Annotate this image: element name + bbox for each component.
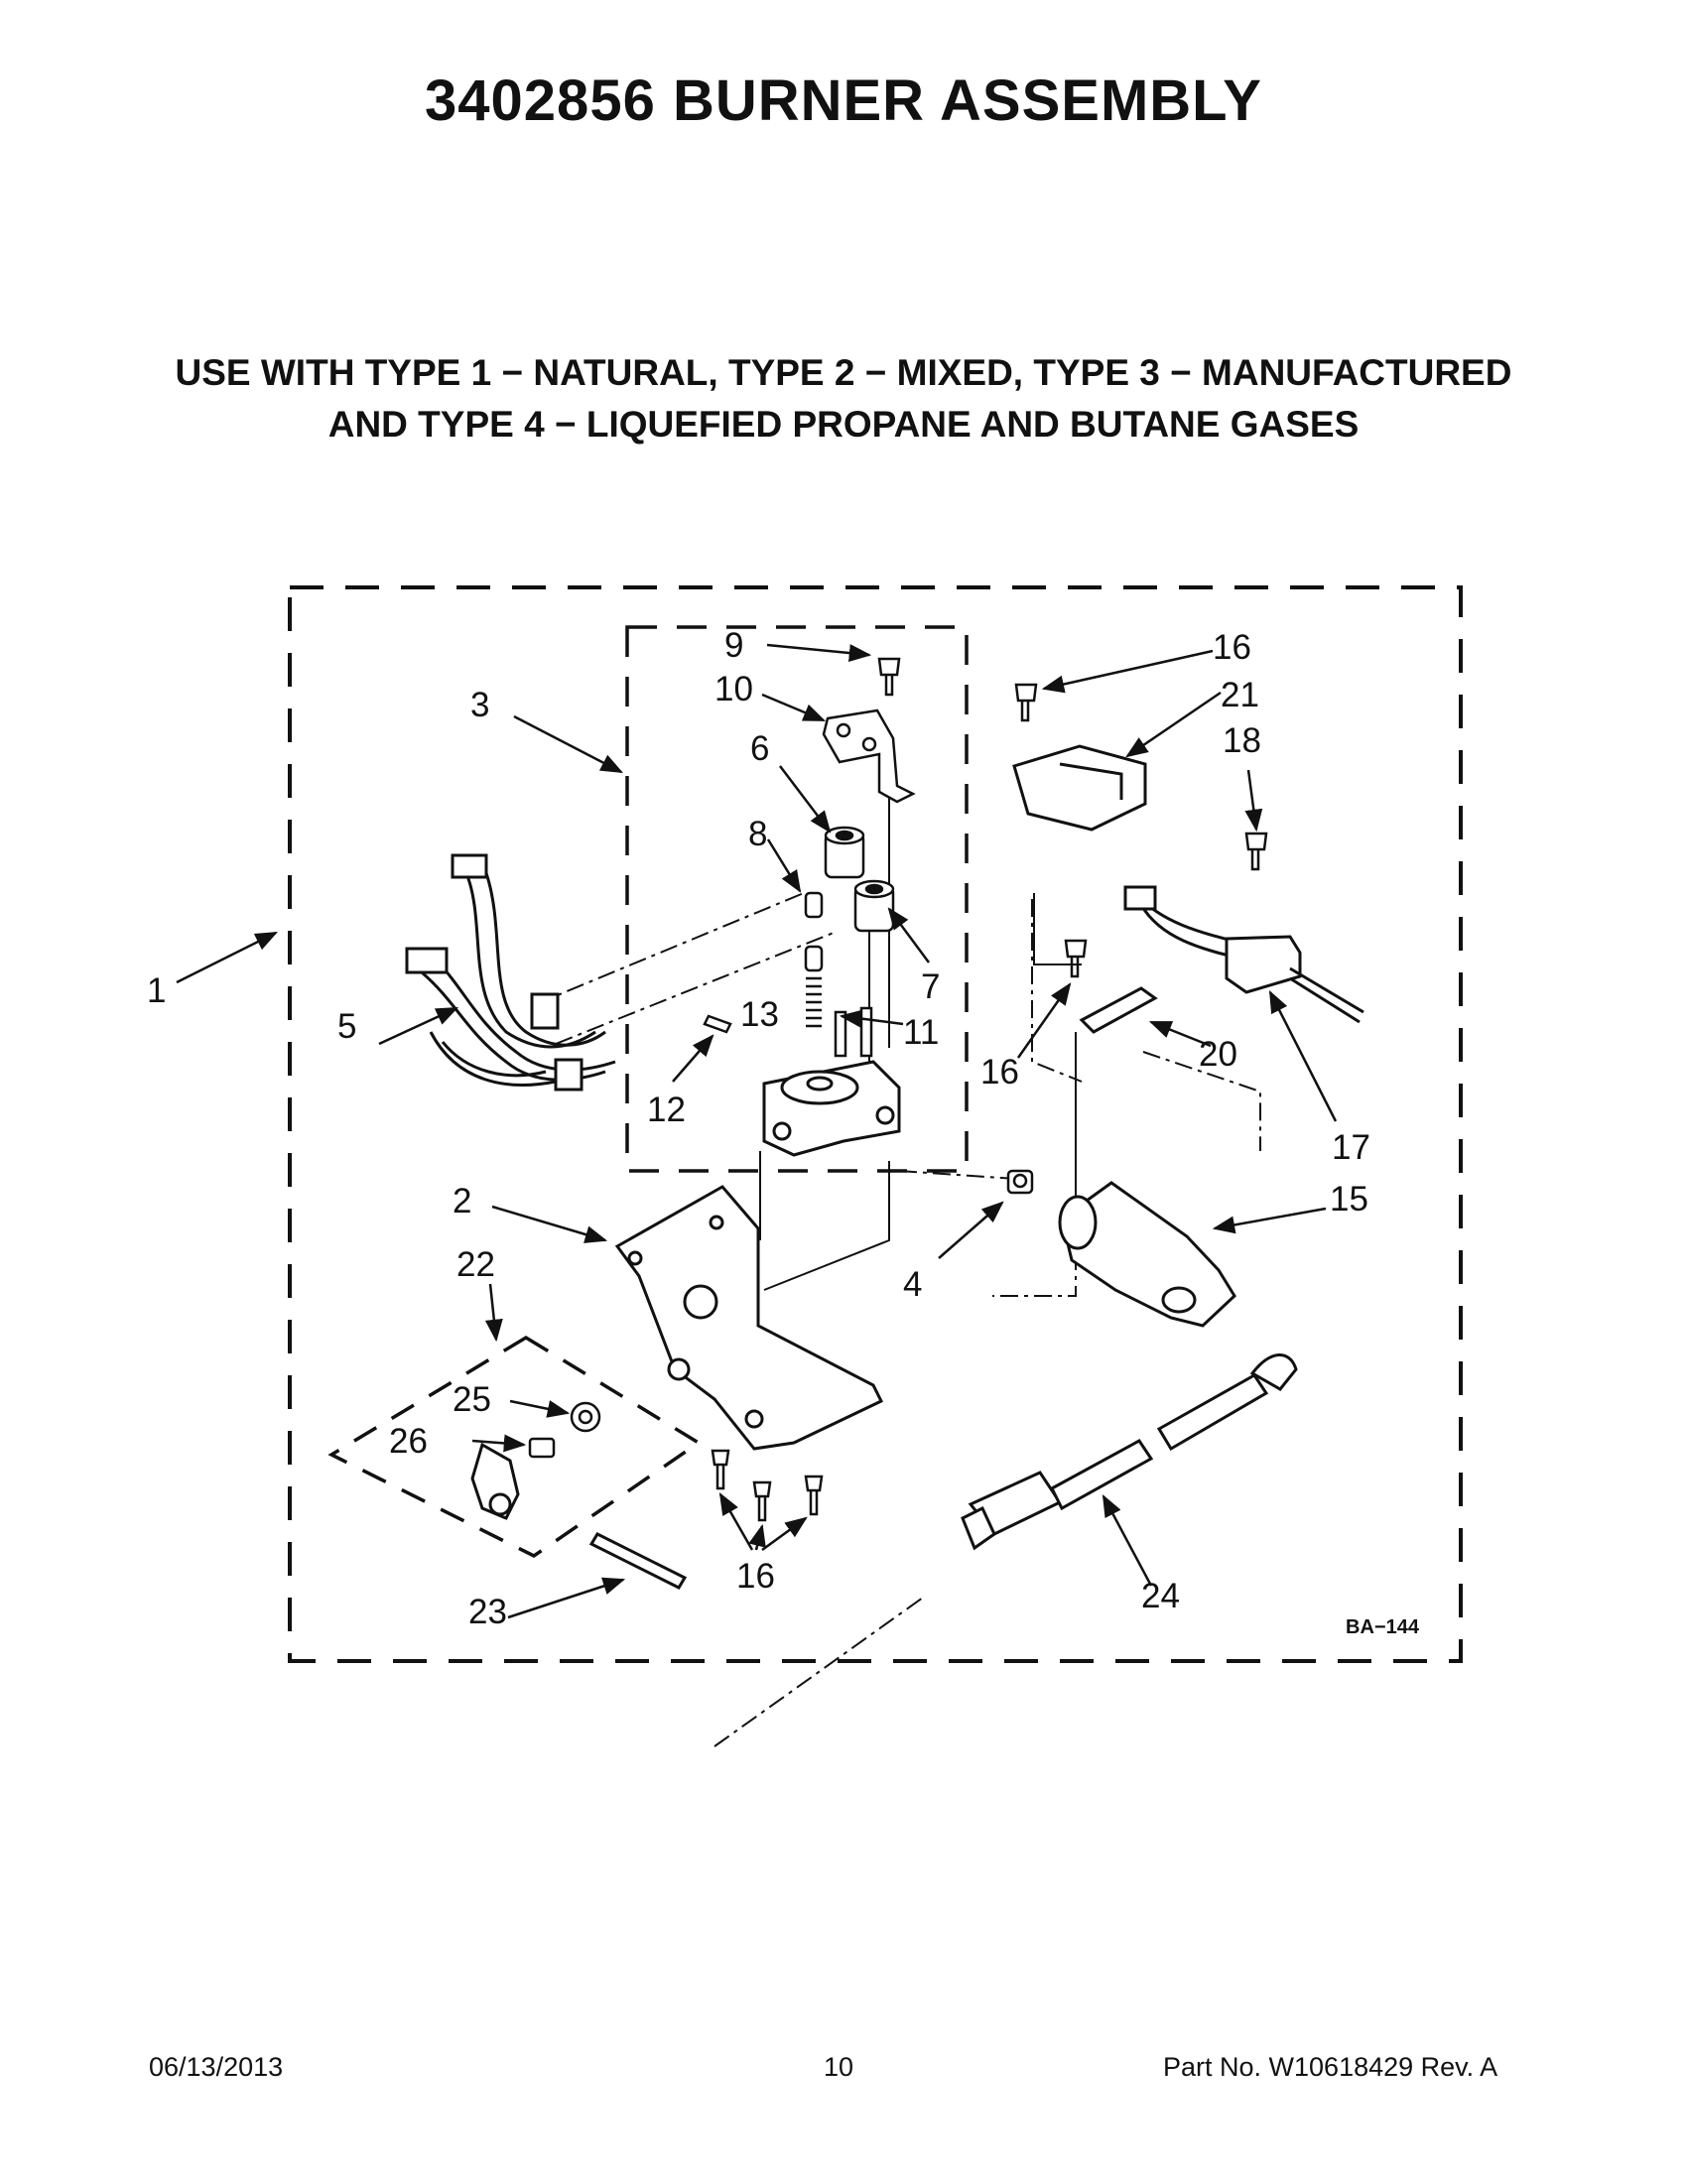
callout-18: 18: [1223, 721, 1261, 760]
callout-5: 5: [337, 1007, 356, 1046]
coil: [824, 826, 865, 879]
valve-mounting-bracket: [614, 1185, 884, 1451]
callout-25: 25: [453, 1380, 491, 1419]
gas-supply-tube: [961, 1353, 1298, 1551]
coil-bracket: [822, 708, 916, 804]
callout-8: 8: [748, 815, 767, 853]
gas-type-note-line1: USE WITH TYPE 1 − NATURAL, TYPE 2 − MIXE…: [175, 352, 1512, 393]
callout-23: 23: [468, 1593, 507, 1631]
callout-24: 24: [1141, 1577, 1180, 1615]
inlet-fitting: [528, 1437, 556, 1459]
figure-code: BA−144: [1346, 1616, 1420, 1638]
callout-3: 3: [470, 686, 489, 724]
page-title: 3402856 BURNER ASSEMBLY: [425, 68, 1262, 133]
callout-13: 13: [740, 995, 779, 1034]
callout-leaders: [176, 643, 1338, 1619]
callout-10: 10: [714, 670, 753, 708]
callout-6: 6: [750, 729, 769, 768]
screw: [877, 657, 901, 697]
orifice: [1006, 1169, 1034, 1195]
callout-15: 15: [1330, 1180, 1368, 1219]
screw: [1014, 683, 1038, 722]
coil: [853, 879, 895, 933]
callout-12: 12: [647, 1091, 686, 1129]
elbow-fitting: [470, 1442, 520, 1520]
spring: [703, 1014, 732, 1034]
footer-page-number: 10: [824, 2052, 854, 2082]
gas-type-note-line2: AND TYPE 4 − LIQUEFIED PROPANE AND BUTAN…: [327, 404, 1360, 445]
callout-17: 17: [1332, 1128, 1370, 1167]
callout-20: 20: [1199, 1035, 1237, 1074]
callout-11: 11: [903, 1013, 939, 1052]
callout-9: 9: [724, 626, 743, 665]
callout-16-mid: 16: [980, 1053, 1019, 1092]
callout-2: 2: [453, 1182, 471, 1220]
callout-21: 21: [1221, 676, 1259, 714]
burner-tube: [1058, 1181, 1236, 1328]
callout-4: 4: [903, 1265, 922, 1304]
callout-1: 1: [147, 971, 166, 1010]
screw: [1064, 939, 1088, 978]
pin: [588, 1532, 688, 1590]
flame-sensor: [1012, 744, 1147, 832]
screw: [711, 1449, 824, 1522]
inlet-fitting-group-boundary: [327, 1335, 703, 1559]
callout-22: 22: [456, 1245, 495, 1284]
screw: [1244, 832, 1268, 871]
callout-7: 7: [921, 967, 940, 1006]
callout-16-bottom: 16: [736, 1557, 775, 1596]
footer-date: 06/13/2013: [149, 2052, 284, 2082]
footer-part-number: Part No. W10618429 Rev. A: [1163, 2052, 1498, 2082]
gas-type-note: USE WITH TYPE 1 − NATURAL, TYPE 2 − MIXE…: [0, 347, 1687, 450]
routing-lines: [535, 892, 1261, 1747]
igniter-bracket: [1079, 986, 1158, 1034]
assembly-boundary: [288, 585, 1463, 1663]
gas-valve-body: [762, 1060, 901, 1157]
inlet-nut: [570, 1401, 601, 1433]
callout-16-top: 16: [1213, 628, 1251, 667]
igniter: [1123, 885, 1364, 1024]
callout-26: 26: [389, 1422, 428, 1461]
valve-parts-boundary: [625, 625, 969, 1173]
wire-harness: [405, 853, 616, 1092]
valve-plunger: [804, 891, 873, 1058]
